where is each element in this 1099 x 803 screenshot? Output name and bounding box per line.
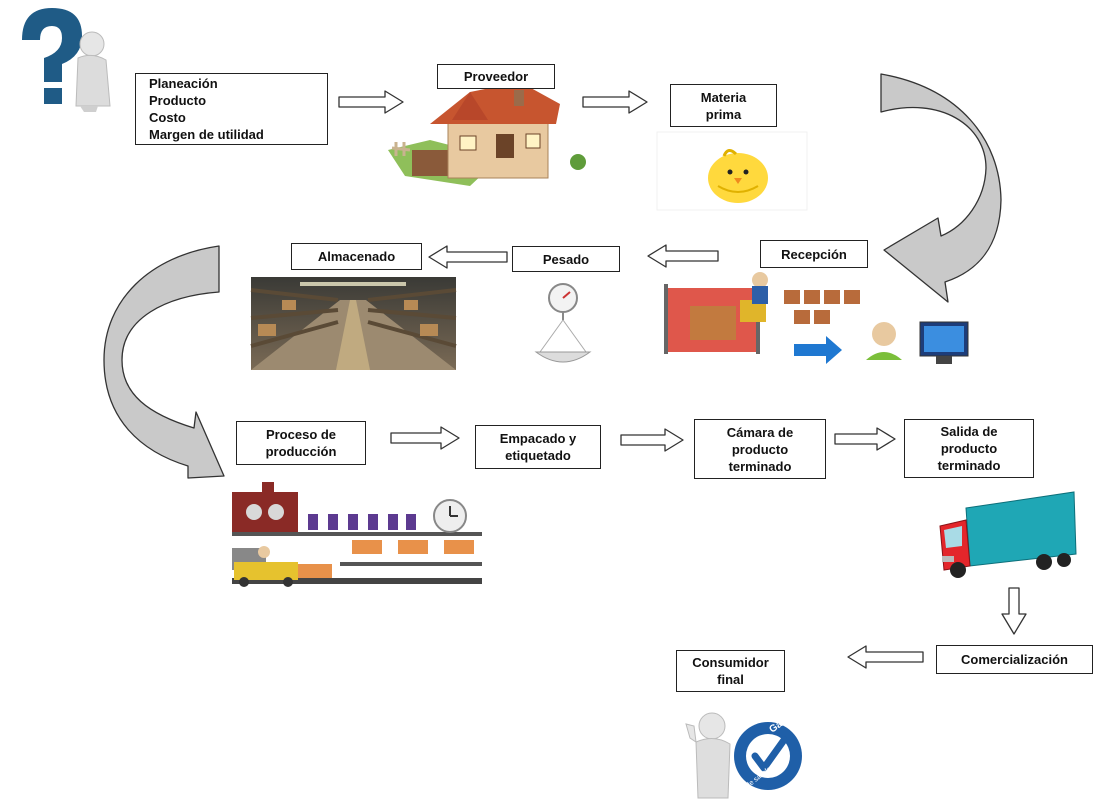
arrow-truck-to-comercializacion xyxy=(1001,587,1027,635)
node-consumidor-final: Consumidor final xyxy=(676,650,785,692)
node-almacenado: Almacenado xyxy=(291,243,422,270)
node-pesado: Pesado xyxy=(512,246,620,272)
question-mark-person-icon xyxy=(22,8,111,112)
arrow-comercializacion-to-consumidor xyxy=(847,645,924,669)
node-planeacion: Planeación Producto Costo Margen de util… xyxy=(135,73,328,145)
arrow-recepcion-to-pesado xyxy=(647,244,719,268)
node-empacado-etiquetado: Empacado y etiquetado xyxy=(475,425,601,469)
node-proceso-produccion: Proceso de producción xyxy=(236,421,366,465)
chick-icon xyxy=(656,131,808,211)
curved-arrow-right xyxy=(880,73,1002,303)
weighing-scale-icon xyxy=(520,275,630,370)
production-line-icon xyxy=(232,482,482,587)
node-salida-producto-terminado: Salida de producto terminado xyxy=(904,419,1034,478)
arrow-camara-to-salida xyxy=(834,427,896,451)
house-icon xyxy=(388,82,586,186)
guarantee-stamp-icon xyxy=(734,722,802,790)
arrow-planeacion-to-proveedor xyxy=(338,90,404,114)
reception-warehouse-icon xyxy=(664,272,969,364)
node-recepcion: Recepción xyxy=(760,240,868,268)
node-comercializacion: Comercialización xyxy=(936,645,1093,674)
arrow-pesado-to-almacenado xyxy=(428,245,508,269)
arrow-proceso-to-empacado xyxy=(390,426,460,450)
arrow-empacado-to-camara xyxy=(620,428,684,452)
curved-arrow-left xyxy=(103,245,225,479)
node-materia-prima: Materia prima xyxy=(670,84,777,127)
guarantee-person-icon xyxy=(685,712,731,799)
delivery-truck-icon xyxy=(939,491,1077,578)
node-camara-producto-terminado: Cámara de producto terminado xyxy=(694,419,826,479)
arrow-proveedor-to-materia-prima xyxy=(582,90,648,114)
warehouse-aisle-icon xyxy=(250,277,457,370)
node-proveedor: Proveedor xyxy=(437,64,555,89)
